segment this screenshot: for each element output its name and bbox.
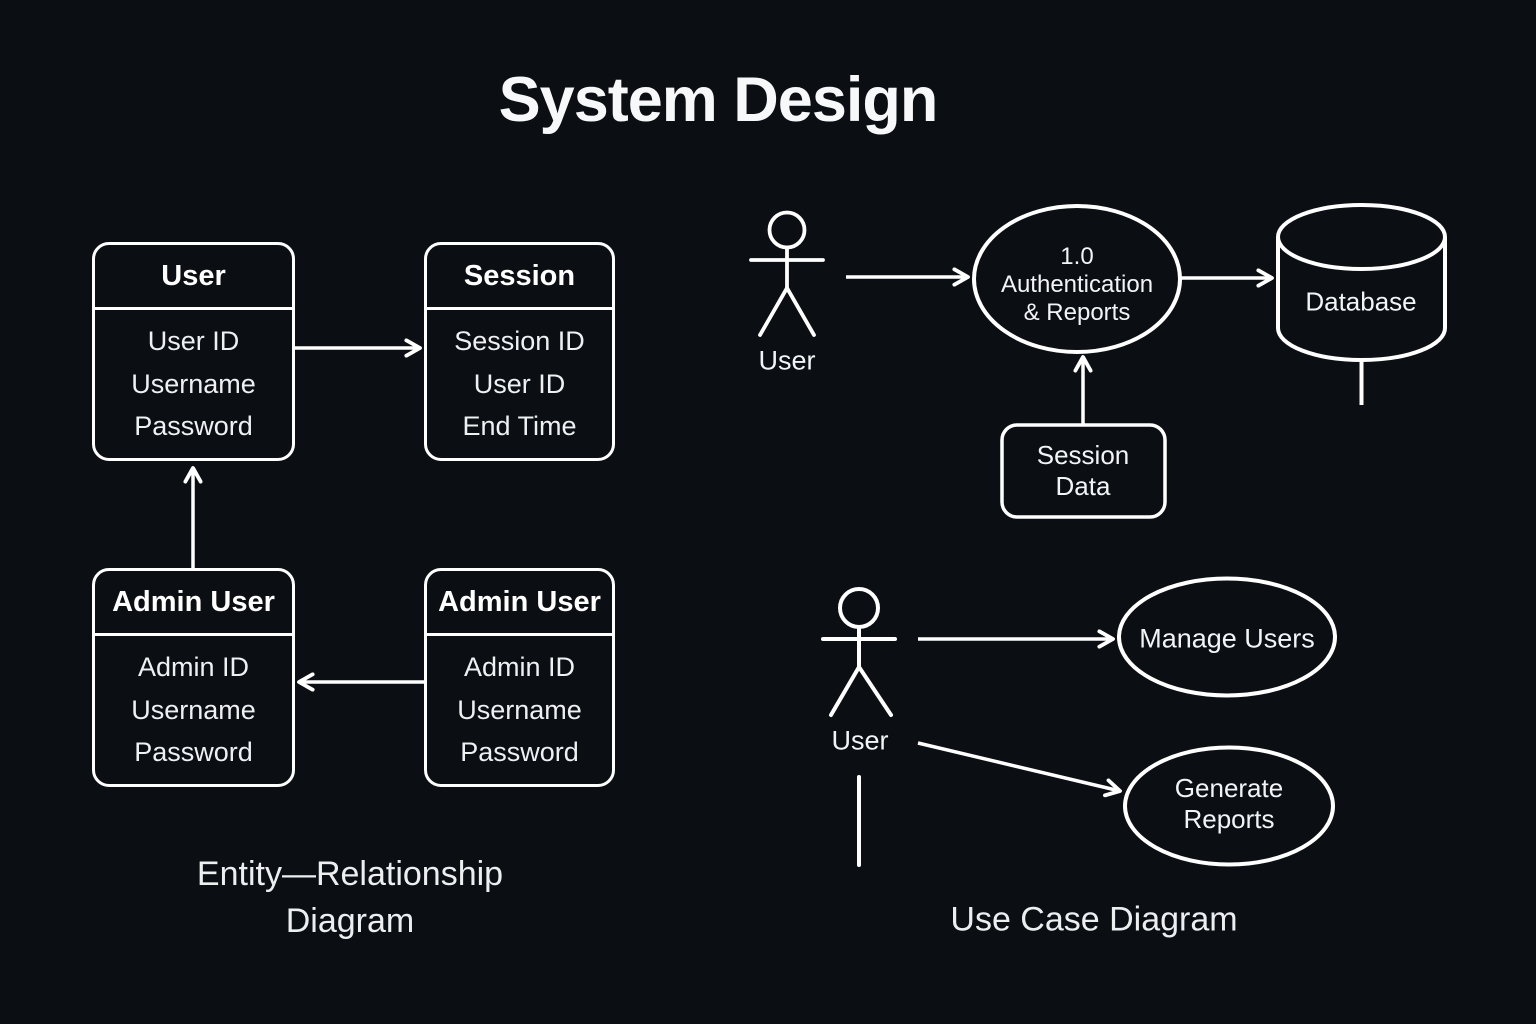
process-label-line-1: 1.0 <box>1060 243 1094 270</box>
entity-field: Admin ID <box>463 651 576 682</box>
entity-field: Password <box>134 737 253 768</box>
process-label-line-2: Authentication <box>1000 271 1154 298</box>
generate-reports-label: Generate Reports <box>1175 773 1283 835</box>
entity-field: Username <box>457 694 582 725</box>
usecase-actor-figure <box>821 587 897 867</box>
generate-reports-line-1: Generate <box>1174 773 1284 803</box>
erd-caption-line-2: Diagram <box>285 902 415 940</box>
entity-fields: User ID Username Password <box>95 310 292 458</box>
entity-title: User <box>95 245 292 310</box>
entity-field: Password <box>134 411 253 442</box>
erd-entity-admin-user-left: Admin User Admin ID Username Password <box>92 568 295 787</box>
actor-head <box>838 587 880 629</box>
session-data-label: Session Data <box>1037 440 1130 502</box>
database-label: Database <box>1305 286 1417 317</box>
generate-reports-ellipse <box>1123 745 1335 867</box>
entity-title: Session <box>427 245 612 310</box>
usecase-caption: Use Case Diagram <box>950 900 1238 939</box>
entity-field: Session ID <box>454 325 585 356</box>
process-label-line-3: & Reports <box>1023 299 1131 326</box>
dfd-actor-label: User <box>758 345 816 376</box>
erd-entity-session: Session Session ID User ID End Time <box>424 242 615 461</box>
cylinder-body <box>1276 237 1447 362</box>
session-data-box <box>1000 423 1167 519</box>
cylinder-top <box>1276 203 1447 271</box>
process-ellipse <box>972 204 1182 354</box>
entity-title: Admin User <box>427 571 612 636</box>
erd-entity-user: User User ID Username Password <box>92 242 295 461</box>
entity-field: Username <box>131 368 256 399</box>
entity-fields: Session ID User ID End Time <box>427 310 612 458</box>
erd-entity-admin-user-right: Admin User Admin ID Username Password <box>424 568 615 787</box>
entity-field: Password <box>460 737 579 768</box>
session-data-line-2: Data <box>1055 471 1111 501</box>
actor-left-leg <box>758 286 789 337</box>
actor-right-leg <box>857 665 893 717</box>
entity-field: User ID <box>473 368 566 399</box>
entity-fields: Admin ID Username Password <box>95 636 292 784</box>
erd-caption-line-1: Entity—Relationship <box>196 855 504 893</box>
page-title: System Design <box>498 65 939 135</box>
process-label: 1.0 Authentication & Reports <box>1001 243 1153 327</box>
actor-left-leg <box>829 665 861 717</box>
entity-field: End Time <box>462 411 577 442</box>
entity-field: Admin ID <box>137 651 250 682</box>
entity-field: User ID <box>147 325 240 356</box>
erd-caption: Entity—Relationship Diagram <box>197 851 503 945</box>
database-cylinder <box>1276 203 1447 405</box>
dfd-actor-figure <box>749 210 825 337</box>
usecase-actor-label: User <box>831 725 889 756</box>
entity-title: Admin User <box>95 571 292 636</box>
manage-users-ellipse <box>1117 576 1337 698</box>
manage-users-label: Manage Users <box>1139 623 1315 654</box>
entity-field: Username <box>131 694 256 725</box>
actor-head <box>767 210 807 250</box>
generate-reports-line-2: Reports <box>1183 804 1275 834</box>
actor-to-generate-reports-arrow <box>917 741 1122 798</box>
session-data-line-1: Session <box>1036 440 1130 470</box>
entity-fields: Admin ID Username Password <box>427 636 612 784</box>
actor-right-leg <box>785 286 816 337</box>
